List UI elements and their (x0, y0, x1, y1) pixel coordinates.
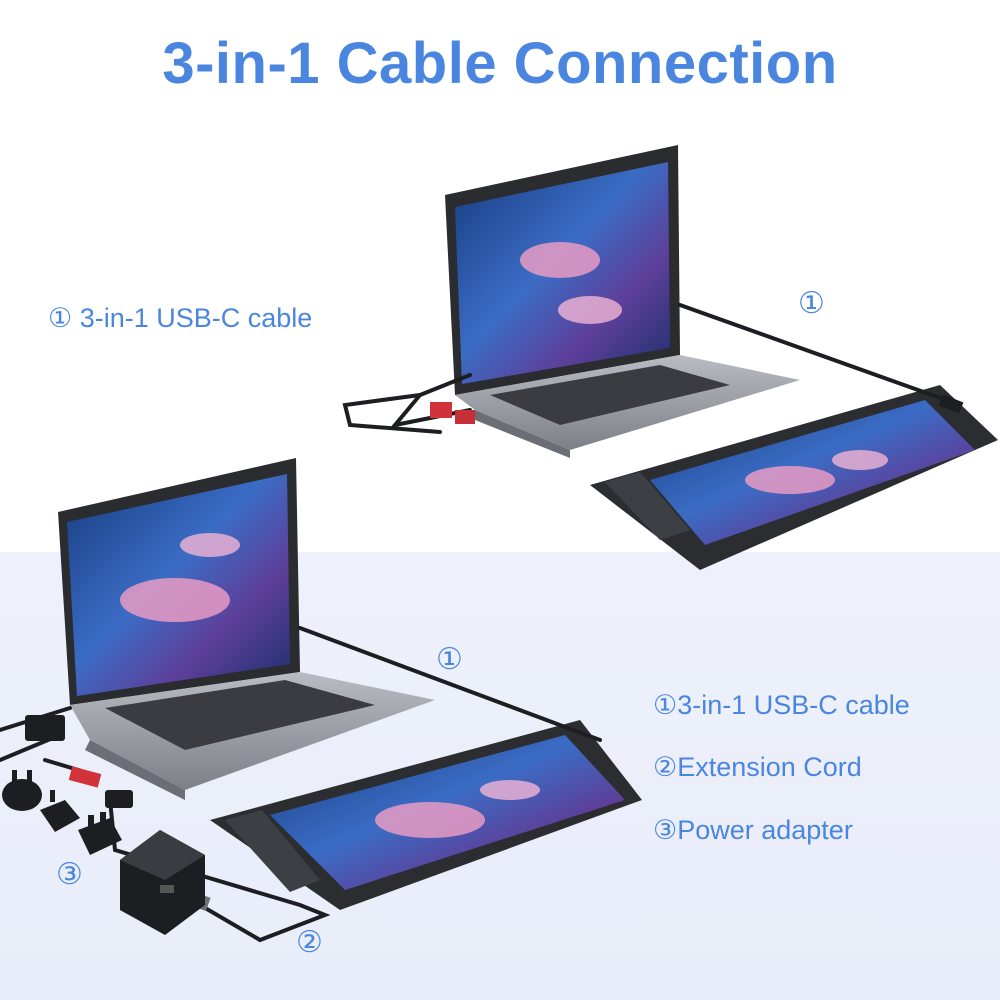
legend-extension-cord: ②Extension Cord (653, 752, 862, 782)
power-adapter (120, 830, 205, 935)
bottom-cable-marker-2: ② (296, 926, 323, 959)
laptop-port-dongle (25, 715, 65, 741)
top-usb-red-plug (430, 402, 452, 418)
bottom-cable-marker-3: ③ (56, 858, 83, 891)
bottom-laptop (58, 458, 435, 800)
bottom-usb-red-plug (68, 766, 102, 788)
bottom-cable-marker-1: ① (436, 643, 463, 676)
top-cable-marker: ① (798, 287, 825, 320)
top-tablet (590, 385, 998, 570)
bottom-tablet (210, 720, 642, 910)
plug-heads (2, 770, 122, 855)
legend-power-adapter: ③Power adapter (653, 815, 853, 845)
top-cable-caption: ① 3-in-1 USB-C cable (48, 303, 313, 333)
top-laptop (445, 145, 800, 458)
page-title: 3-in-1 Cable Connection (162, 31, 838, 96)
legend-usb-c-cable: ①3-in-1 USB-C cable (653, 690, 910, 720)
